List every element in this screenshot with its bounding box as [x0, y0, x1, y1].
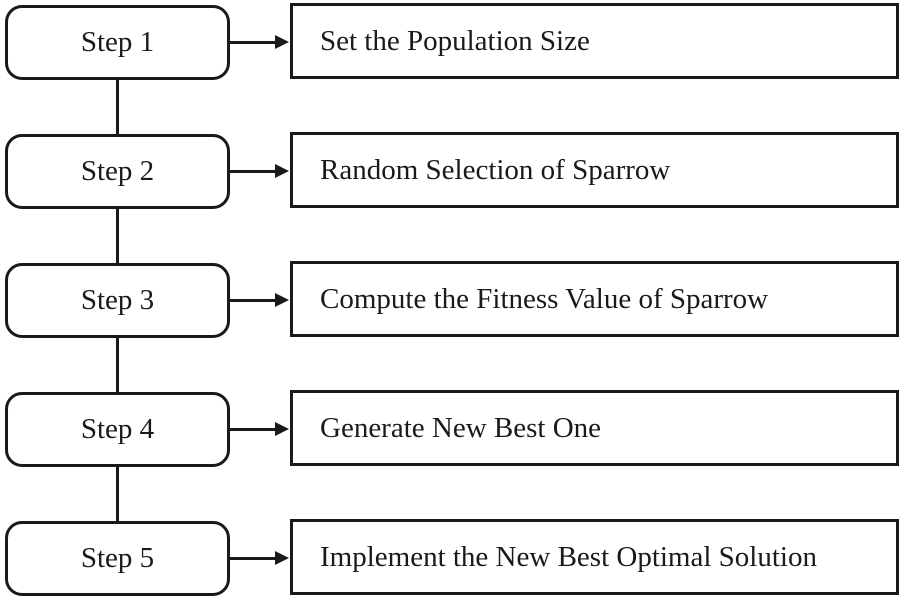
arrow-connector — [230, 41, 278, 44]
step-box-3: Step 3 — [5, 263, 230, 338]
arrow-connector — [230, 428, 278, 431]
arrow-right-icon — [275, 293, 289, 307]
flow-row-4: Step 4 Generate New Best One — [0, 390, 905, 467]
description-box-4: Generate New Best One — [290, 390, 899, 466]
arrow-connector — [230, 299, 278, 302]
description-label: Implement the New Best Optimal Solution — [320, 540, 817, 573]
step-box-4: Step 4 — [5, 392, 230, 467]
vertical-connector-4-5 — [116, 467, 119, 521]
description-box-2: Random Selection of Sparrow — [290, 132, 899, 208]
arrow-right-icon — [275, 35, 289, 49]
arrow-right-icon — [275, 422, 289, 436]
flow-row-5: Step 5 Implement the New Best Optimal So… — [0, 519, 905, 596]
description-box-5: Implement the New Best Optimal Solution — [290, 519, 899, 595]
step-box-5: Step 5 — [5, 521, 230, 596]
description-label: Random Selection of Sparrow — [320, 153, 671, 186]
flow-row-1: Step 1 Set the Population Size — [0, 3, 905, 80]
step-box-1: Step 1 — [5, 5, 230, 80]
description-box-3: Compute the Fitness Value of Sparrow — [290, 261, 899, 337]
step-label: Step 2 — [80, 155, 155, 187]
step-label: Step 3 — [80, 284, 155, 316]
description-label: Set the Population Size — [320, 24, 590, 57]
vertical-connector-3-4 — [116, 338, 119, 392]
step-label: Step 5 — [80, 542, 155, 574]
flow-row-3: Step 3 Compute the Fitness Value of Spar… — [0, 261, 905, 338]
arrow-right-icon — [275, 551, 289, 565]
arrow-right-icon — [275, 164, 289, 178]
step-label: Step 4 — [80, 413, 155, 445]
description-box-1: Set the Population Size — [290, 3, 899, 79]
flow-row-2: Step 2 Random Selection of Sparrow — [0, 132, 905, 209]
arrow-connector — [230, 170, 278, 173]
vertical-connector-2-3 — [116, 209, 119, 263]
arrow-connector — [230, 557, 278, 560]
description-label: Compute the Fitness Value of Sparrow — [320, 282, 769, 315]
step-box-2: Step 2 — [5, 134, 230, 209]
description-label: Generate New Best One — [320, 411, 602, 444]
vertical-connector-1-2 — [116, 80, 119, 134]
step-label: Step 1 — [80, 26, 155, 58]
